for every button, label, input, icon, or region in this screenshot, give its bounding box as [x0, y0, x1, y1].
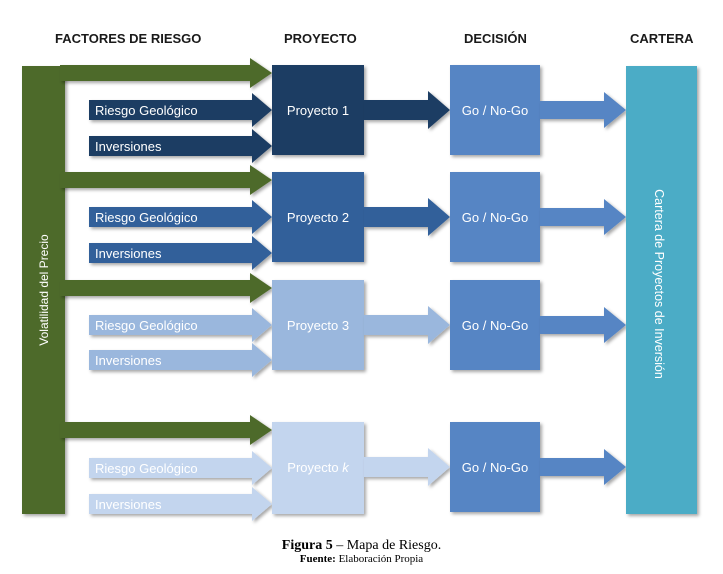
factor-arrow-riesgo-geologico-3 — [89, 308, 272, 342]
volatility-label: Volatilidad del Precio — [37, 234, 51, 346]
decision-box-2 — [450, 172, 540, 262]
factor-arrow-riesgo-geologico-2 — [89, 200, 272, 234]
figure-number: Figura 5 — [281, 538, 333, 553]
volatility-arrow-4 — [60, 415, 272, 445]
factor-label-riesgo-geologico-2: Riesgo Geológico — [95, 210, 198, 225]
portfolio-label: Cartera de Proyectos de Inversión — [652, 189, 666, 379]
header-decision: DECISIÓN — [464, 31, 527, 46]
header-risk-factors: FACTORES DE RIESGO — [55, 31, 202, 46]
project-label-3: Proyecto 3 — [287, 318, 349, 333]
header-portfolio: CARTERA — [630, 31, 694, 46]
decision-portfolio-arrow-1 — [540, 92, 626, 128]
decision-portfolio-arrow-3 — [540, 307, 626, 343]
factor-arrow-inversiones-4 — [89, 487, 272, 521]
portfolio-layer: Cartera de Proyectos de Inversión — [626, 66, 697, 514]
source-text: Elaboración Propia — [335, 553, 424, 565]
factor-label-riesgo-geologico-1: Riesgo Geológico — [95, 103, 198, 118]
factor-label-riesgo-geologico-3: Riesgo Geológico — [95, 318, 198, 333]
factor-arrow-riesgo-geologico-1 — [89, 93, 272, 127]
factor-label-inversiones-1: Inversiones — [95, 139, 162, 154]
decision-label-1: Go / No-Go — [462, 103, 528, 118]
project-decision-arrow-2 — [364, 198, 450, 236]
project-label-2: Proyecto 2 — [287, 210, 349, 225]
project-decision-arrow-4 — [364, 448, 450, 486]
decisions-layer: Go / No-Go Go / No-Go Go / No-Go Go / No-Go — [450, 65, 626, 512]
factor-label-inversiones-3: Inversiones — [95, 353, 162, 368]
project-label-4: Proyecto k — [287, 460, 350, 475]
decision-label-3: Go / No-Go — [462, 318, 528, 333]
project-box-2 — [272, 172, 364, 262]
project-decision-arrow-3 — [364, 306, 450, 344]
project-box-1 — [272, 65, 364, 155]
decision-label-2: Go / No-Go — [462, 210, 528, 225]
factor-arrow-inversiones-3 — [89, 343, 272, 377]
factor-arrow-inversiones-1 — [89, 129, 272, 163]
project-decision-arrow-1 — [364, 91, 450, 129]
portfolio-bar — [626, 66, 697, 514]
decision-portfolio-arrow-2 — [540, 199, 626, 235]
factor-label-inversiones-4: Inversiones — [95, 497, 162, 512]
factor-arrow-riesgo-geologico-4 — [89, 451, 272, 485]
header-project: PROYECTO — [284, 31, 357, 46]
factor-label-riesgo-geologico-4: Riesgo Geológico — [95, 461, 198, 476]
decision-box-4 — [450, 422, 540, 512]
decision-label-4: Go / No-Go — [462, 460, 528, 475]
decision-portfolio-arrow-4 — [540, 449, 626, 485]
volatility-arrows-layer: Volatilidad del Precio — [22, 58, 272, 514]
decision-box-3 — [450, 280, 540, 370]
project-index-4: k — [342, 460, 350, 475]
volatility-arrow-2 — [60, 165, 272, 195]
source-caption: Fuente: Elaboración Propia — [0, 553, 723, 565]
project-box-3 — [272, 280, 364, 370]
decision-box-1 — [450, 65, 540, 155]
figure-caption: Figura 5 – Mapa de Riesgo. — [0, 538, 723, 554]
factor-label-inversiones-2: Inversiones — [95, 246, 162, 261]
projects-layer: Proyecto 1 Proyecto 2 Proyecto 3 Proyecto k — [272, 65, 450, 514]
project-box-4 — [272, 422, 364, 514]
factor-arrow-inversiones-2 — [89, 236, 272, 270]
project-label-1: Proyecto 1 — [287, 103, 349, 118]
volatility-arrow-3 — [60, 273, 272, 303]
volatility-arrow-1 — [60, 58, 272, 88]
volatility-bar — [22, 66, 65, 514]
figure-title: – Mapa de Riesgo. — [332, 538, 442, 553]
source-label: Fuente: — [299, 553, 336, 565]
